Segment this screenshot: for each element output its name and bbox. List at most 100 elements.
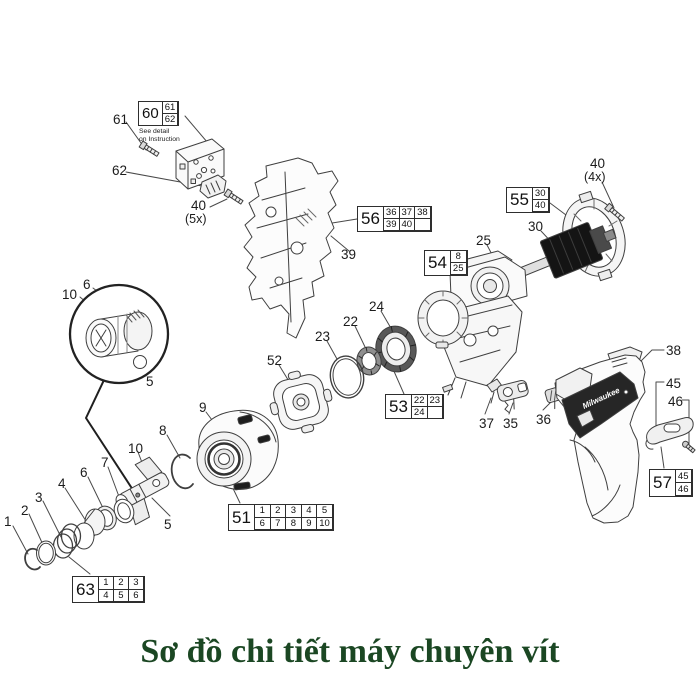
callout-51-main: 51: [232, 507, 251, 527]
callout-57-cell: 46: [675, 483, 692, 496]
callout-63-cell: 4: [98, 589, 114, 602]
callout-63-cell: 6: [128, 589, 144, 602]
callout-51-cell: 6: [254, 517, 271, 530]
fr-button-35: [496, 379, 529, 413]
washer-7: [113, 498, 135, 524]
part-label-25: 25: [476, 233, 492, 248]
o-ring-23: [329, 355, 365, 399]
screw-40-5x: [223, 188, 244, 205]
circlip-1: [24, 547, 41, 571]
part-label-40-5x-mult: (5x): [185, 212, 207, 226]
callout-55-cell: 40: [532, 200, 549, 212]
belt-clip-45: [645, 417, 694, 450]
retaining-ring-8: [170, 453, 194, 490]
callout-51-cell: 8: [286, 517, 302, 530]
callout-56-cell: [415, 219, 431, 231]
part-label-40-4x-num: 40: [590, 156, 606, 171]
part-label-36: 36: [536, 412, 552, 427]
part-label-7: 7: [101, 455, 109, 470]
callout-60-cell: 61: [162, 102, 179, 114]
part-label-52: 52: [267, 353, 283, 368]
callout-57-main: 57: [653, 473, 672, 492]
callout-56-cell: 38: [415, 207, 431, 219]
callout-63-cell: 2: [113, 577, 129, 590]
callout-53: 53 22 23 24: [385, 394, 445, 419]
callout-56: 56 36 37 38 39 40: [357, 206, 432, 232]
callout-60-cell: 62: [162, 114, 179, 126]
callout-56-cell: 39: [383, 219, 400, 231]
ring-2: [36, 540, 56, 566]
part-label-45: 45: [666, 376, 682, 391]
callout-54-main: 54: [428, 253, 447, 272]
callout-54-cell: 8: [450, 251, 467, 263]
callout-55: 55 30 40: [506, 187, 550, 213]
callout-56-cell: 40: [399, 219, 416, 231]
cam-52: [269, 370, 333, 434]
part-label-22: 22: [343, 314, 359, 329]
part-label-35: 35: [503, 416, 519, 431]
part-label-62: 62: [112, 163, 128, 178]
armature-30: [519, 222, 617, 279]
callout-53-cell: 23: [427, 395, 444, 407]
callout-51-cell: 9: [301, 517, 318, 530]
callout-60-note: See detail on Instruction: [139, 128, 180, 144]
part-label-8: 8: [159, 423, 167, 438]
callout-63: 63 1 2 3 4 5 6: [72, 576, 145, 603]
callout-60-main: 60: [142, 105, 159, 122]
callout-55-cell: 30: [532, 188, 549, 200]
part-label-10: 10: [128, 441, 144, 456]
callout-54-cell: 25: [450, 263, 467, 275]
callout-51-cell: 10: [317, 517, 333, 530]
detail-circle: [68, 283, 170, 385]
callout-57: 57 45 46: [649, 469, 693, 497]
callout-56-main: 56: [361, 209, 380, 228]
callout-51-cell: 7: [270, 517, 287, 530]
part-label-2: 2: [21, 503, 29, 518]
part-label-23: 23: [315, 329, 331, 344]
ring-24: [375, 325, 417, 373]
screw-61: [138, 140, 160, 157]
callout-51-cell: 2: [270, 505, 287, 518]
callout-55-main: 55: [510, 190, 529, 209]
part-label-39: 39: [341, 247, 357, 262]
washer-22: [356, 346, 382, 376]
callout-51-cell: 1: [254, 505, 271, 518]
callout-60-note-line2: on Instruction: [139, 136, 180, 144]
part-label-24: 24: [369, 299, 385, 314]
hammer-case-9: [196, 409, 279, 491]
part-62: [199, 174, 227, 199]
ring-gear: [417, 290, 469, 349]
callout-63-main: 63: [76, 579, 95, 599]
part-label-9: 9: [199, 400, 207, 415]
screw-40-4x: [604, 202, 625, 222]
callout-63-cell: 5: [113, 589, 129, 602]
callout-53-cell: 22: [411, 395, 428, 407]
part-label-4: 4: [58, 476, 66, 491]
part-label-5-detail: 5: [146, 374, 154, 389]
part-label-40-5x-num: 40: [191, 198, 207, 213]
part-label-1: 1: [4, 514, 12, 529]
electronics-module-60: [175, 138, 225, 190]
callout-63-cell: 1: [98, 577, 114, 590]
part-label-6-detail: 6: [83, 277, 91, 292]
tool-body-38: Milwaukee: [554, 346, 646, 524]
callout-51-cell: 4: [301, 505, 318, 518]
caption: Sơ đồ chi tiết máy chuyên vít: [140, 633, 560, 670]
callout-60: 60 61 62: [138, 101, 180, 126]
callout-51-cell: 3: [286, 505, 302, 518]
housing-39: [243, 157, 339, 339]
callout-56-cell: 37: [399, 207, 416, 219]
callout-57-cell: 45: [675, 470, 692, 483]
screw-46: [682, 440, 696, 454]
callout-56-cell: 36: [383, 207, 400, 219]
part-label-40-4x-mult: (4x): [584, 170, 606, 184]
callout-60-note-line1: See detail: [139, 128, 170, 135]
part-label-3: 3: [35, 490, 43, 505]
part-label-38: 38: [666, 343, 682, 358]
part-label-10-detail: 10: [62, 287, 78, 302]
callout-54: 54 8 25: [424, 250, 468, 276]
callout-53-cell: 24: [411, 407, 428, 419]
callout-63-cell: 3: [128, 577, 144, 590]
part-label-37: 37: [479, 416, 495, 431]
